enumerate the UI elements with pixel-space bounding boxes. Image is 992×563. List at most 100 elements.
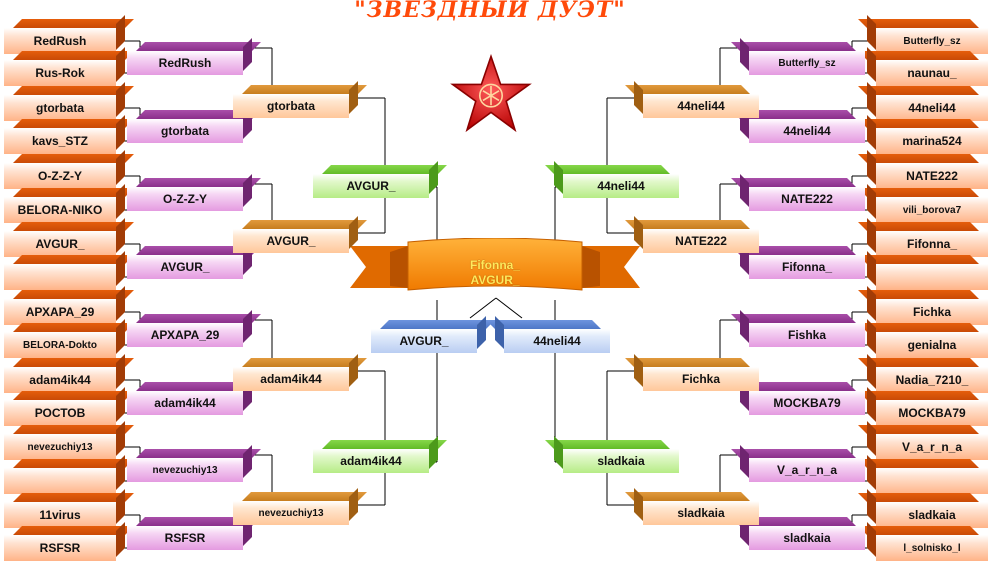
left-round2-2: AVGUR_	[233, 229, 349, 253]
right-entrant-11: Nadia_7210_	[876, 367, 988, 393]
right-round1-8: sladkaia	[749, 526, 865, 550]
left-entrant-15: 11virus	[4, 502, 116, 528]
right-entrant-2: naunau_	[876, 60, 988, 86]
right-entrant-6: vili_borova7	[876, 197, 988, 223]
left-entrant-4: kavs_STZ	[4, 128, 116, 154]
right-round1-2-label: 44neli44	[783, 124, 831, 138]
left-entrant-5: O-Z-Z-Y	[4, 163, 116, 189]
left-entrant-3-label: gtorbata	[36, 101, 84, 115]
right-round2-1-label: 44neli44	[677, 99, 725, 113]
right-entrant-15: sladkaia	[876, 502, 988, 528]
right-semifinal-2: sladkaia	[563, 449, 679, 473]
left-round1-1-label: RedRush	[158, 56, 212, 70]
right-entrant-7: Fifonna_	[876, 231, 988, 257]
right-entrant-16-label: l_solnisko_l	[903, 542, 961, 554]
left-entrant-2: Rus-Rok	[4, 60, 116, 86]
left-entrant-13: nevezuchiy13	[4, 434, 116, 460]
left-round2-2-label: AVGUR_	[266, 234, 316, 248]
left-entrant-2-label: Rus-Rok	[35, 66, 85, 80]
left-entrant-15-label: 11virus	[39, 508, 81, 522]
right-entrant-2-label: naunau_	[907, 66, 957, 80]
right-round2-2-label: NATE222	[675, 234, 727, 248]
right-round2-4: sladkaia	[643, 501, 759, 525]
red-star-icon	[450, 54, 532, 133]
right-round1-8-label: sladkaia	[783, 531, 831, 545]
right-entrant-4-label: marina524	[902, 134, 962, 148]
right-round2-3-label: Fichka	[681, 372, 720, 386]
left-semifinal-2-label: adam4ik44	[340, 454, 402, 468]
left-entrant-1-label: RedRush	[33, 34, 87, 48]
left-entrant-1: RedRush	[4, 28, 116, 54]
right-round1-5: Fishka	[749, 323, 865, 347]
left-round1-8: RSFSR	[127, 526, 243, 550]
right-semifinal-2-label: sladkaia	[597, 454, 645, 468]
right-entrant-10-label: genialna	[907, 338, 957, 352]
right-round1-7-label: V_a_r_n_a	[776, 463, 838, 477]
ribbon-banner	[350, 238, 640, 291]
left-entrant-16-label: RSFSR	[39, 541, 81, 555]
left-entrant-12: РОСТОВ	[4, 400, 116, 426]
left-entrant-11-label: adam4ik44	[29, 373, 91, 387]
right-entrant-13-label: V_a_r_n_a	[901, 440, 963, 454]
left-finalist: AVGUR_	[371, 329, 477, 353]
left-semifinal-1-label: AVGUR_	[346, 179, 396, 193]
left-entrant-8	[4, 264, 116, 290]
right-round1-2: 44neli44	[749, 119, 865, 143]
right-round2-1: 44neli44	[643, 94, 759, 118]
right-entrant-3: 44neli44	[876, 95, 988, 121]
right-entrant-5: NATE222	[876, 163, 988, 189]
left-round2-3-label: adam4ik44	[260, 372, 322, 386]
left-entrant-16: RSFSR	[4, 535, 116, 561]
left-round1-7: nevezuchiy13	[127, 458, 243, 482]
left-round2-4-label: nevezuchiy13	[258, 507, 324, 519]
right-round1-3-label: NATE222	[781, 192, 833, 206]
right-entrant-3-label: 44neli44	[908, 101, 956, 115]
right-entrant-16: l_solnisko_l	[876, 535, 988, 561]
right-round1-4: Fifonna_	[749, 255, 865, 279]
right-entrant-12: MOCKBA79	[876, 400, 988, 426]
left-round1-4: AVGUR_	[127, 255, 243, 279]
left-round1-2-label: gtorbata	[161, 124, 209, 138]
right-entrant-7-label: Fifonna_	[907, 237, 957, 251]
right-entrant-14	[876, 468, 988, 494]
left-round1-7-label: nevezuchiy13	[152, 464, 218, 476]
left-entrant-4-label: kavs_STZ	[31, 134, 89, 148]
left-round2-3: adam4ik44	[233, 367, 349, 391]
right-finalist-label: 44neli44	[533, 334, 581, 348]
left-entrant-5-label: O-Z-Z-Y	[38, 169, 82, 183]
left-entrant-10-label: BELORA-Dokto	[23, 339, 97, 351]
page-title: "ЗВЁЗДНЫЙ ДУЭТ"	[354, 0, 626, 23]
left-entrant-6-label: BELORA-NIKO	[17, 203, 103, 217]
left-round1-1: RedRush	[127, 51, 243, 75]
right-round1-1-label: Butterfly_sz	[778, 57, 836, 69]
right-semifinal-1-label: 44neli44	[597, 179, 645, 193]
left-round1-5: АРХАРА_29	[127, 323, 243, 347]
left-round1-5-label: АРХАРА_29	[150, 328, 220, 342]
left-entrant-14	[4, 468, 116, 494]
left-entrant-9-label: АРХАРА_29	[25, 305, 95, 319]
right-entrant-15-label: sladkaia	[908, 508, 956, 522]
right-entrant-6-label: vili_borova7	[902, 204, 962, 216]
right-entrant-9: Fichka	[876, 299, 988, 325]
right-finalist: 44neli44	[504, 329, 610, 353]
left-entrant-9: АРХАРА_29	[4, 299, 116, 325]
left-round2-1-label: gtorbata	[267, 99, 315, 113]
right-round2-2: NATE222	[643, 229, 759, 253]
left-round2-1: gtorbata	[233, 94, 349, 118]
left-entrant-6: BELORA-NIKO	[4, 197, 116, 223]
left-round1-2: gtorbata	[127, 119, 243, 143]
right-entrant-9-label: Fichka	[912, 305, 951, 319]
right-entrant-4: marina524	[876, 128, 988, 154]
left-entrant-7-label: AVGUR_	[35, 237, 85, 251]
left-semifinal-1: AVGUR_	[313, 174, 429, 198]
right-round2-4-label: sladkaia	[677, 506, 725, 520]
left-entrant-7: AVGUR_	[4, 231, 116, 257]
left-entrant-10: BELORA-Dokto	[4, 332, 116, 358]
right-entrant-11-label: Nadia_7210_	[895, 373, 969, 387]
right-round1-6-label: MOCKBA79	[773, 396, 841, 410]
left-entrant-11: adam4ik44	[4, 367, 116, 393]
left-round1-3: O-Z-Z-Y	[127, 187, 243, 211]
right-round1-3: NATE222	[749, 187, 865, 211]
left-entrant-13-label: nevezuchiy13	[27, 441, 93, 453]
right-round1-5-label: Fishka	[787, 328, 826, 342]
